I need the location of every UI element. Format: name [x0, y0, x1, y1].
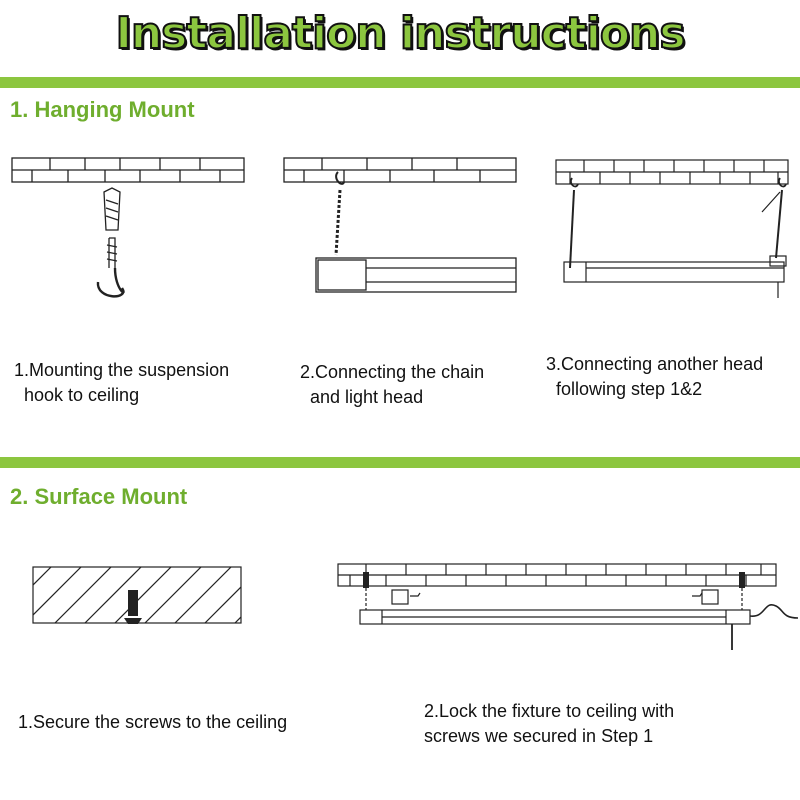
hanging-step-1: 1.Mounting the suspension hook to ceilin…	[14, 360, 230, 405]
section-divider-top	[0, 77, 800, 88]
figure-chain-light-head	[283, 157, 517, 293]
hanging-mount-heading: 1. Hanging Mount	[10, 97, 195, 122]
figure-fixture-ceiling	[337, 563, 799, 650]
figure-suspension-hook	[11, 157, 245, 298]
surface-step-1: 1.Secure the screws to the ceiling	[18, 712, 288, 732]
page-title: Installation instructions	[114, 7, 686, 60]
surface-step-2: 2.Lock the fixture to ceiling with screw…	[424, 701, 675, 746]
figure-ceiling-screw	[32, 566, 242, 624]
hanging-step-3: 3.Connecting another head following step…	[546, 354, 764, 399]
hanging-step-2: 2.Connecting the chain and light head	[300, 362, 485, 407]
section-divider-middle	[0, 457, 800, 468]
surface-mount-heading: 2. Surface Mount	[10, 484, 188, 509]
figure-two-heads	[555, 159, 789, 298]
